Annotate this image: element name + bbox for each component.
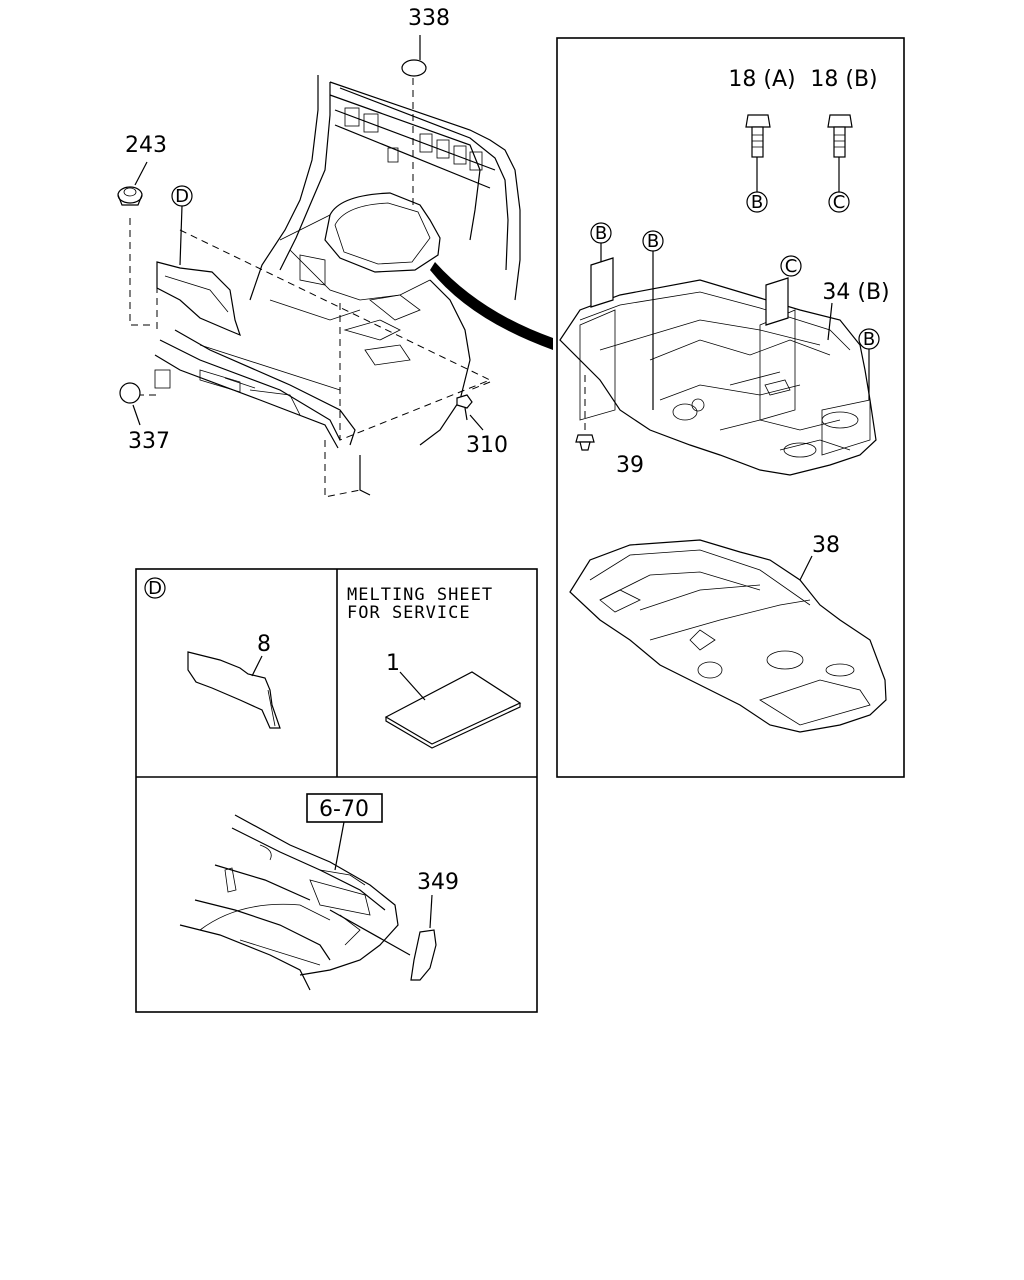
part-349 xyxy=(410,929,437,981)
marker-b-under-18a: B xyxy=(746,191,768,213)
callout-243: 243 xyxy=(125,133,167,158)
callout-8: 8 xyxy=(257,632,271,657)
vehicle-floor-assembly xyxy=(117,35,553,498)
bolt-18a xyxy=(745,114,771,192)
bolt-310 xyxy=(456,394,473,421)
svg-text:B: B xyxy=(595,223,607,244)
svg-text:B: B xyxy=(863,329,875,350)
marker-c-under-18b: C xyxy=(828,191,850,213)
callout-39: 39 xyxy=(616,453,644,478)
note-line-2: FOR SERVICE xyxy=(347,603,471,623)
marker-b-sheet-left: B xyxy=(590,222,612,262)
callout-1: 1 xyxy=(386,651,400,676)
marker-d-label: D xyxy=(175,186,189,207)
marker-b-right: B xyxy=(858,328,880,400)
plug-337 xyxy=(119,382,141,404)
bolt-18b xyxy=(827,114,853,192)
heat-shield-8 xyxy=(187,651,281,729)
floor-insulator-34b xyxy=(559,257,877,476)
note-line-1: MELTING SHEET xyxy=(347,585,493,605)
callout-349: 349 xyxy=(417,870,459,895)
ref-box-6-70 xyxy=(306,793,383,823)
callout-6-70: 6-70 xyxy=(319,797,369,822)
svg-text:B: B xyxy=(647,231,659,252)
svg-text:C: C xyxy=(785,256,798,277)
rear-panel-slots xyxy=(344,107,483,171)
svg-text:B: B xyxy=(751,192,763,213)
marker-d-box: D xyxy=(144,577,166,599)
callout-34b: 34 (B) xyxy=(822,280,889,305)
clip-39 xyxy=(575,375,595,451)
callout-18b: 18 (B) xyxy=(810,67,877,92)
callout-310: 310 xyxy=(466,433,508,458)
plug-338 xyxy=(401,59,427,77)
grommet-243 xyxy=(117,186,143,206)
marker-d-callout: D xyxy=(171,185,193,266)
floor-section-view xyxy=(179,814,399,991)
svg-text:D: D xyxy=(148,578,162,599)
detail-panel-frame xyxy=(556,37,905,778)
heat-shield-panel xyxy=(156,261,241,337)
callout-338: 338 xyxy=(408,6,450,31)
spare-wheel-well xyxy=(324,192,441,273)
marker-c-sheet: C xyxy=(780,255,802,277)
floor-insulator-38 xyxy=(569,539,887,733)
detail-leader xyxy=(430,262,553,350)
callout-38: 38 xyxy=(812,533,840,558)
callout-337: 337 xyxy=(128,429,170,454)
callout-18a: 18 (A) xyxy=(728,67,795,92)
marker-b-sheet-mid: B xyxy=(642,230,664,410)
svg-text:C: C xyxy=(833,192,846,213)
melting-sheet-1 xyxy=(384,671,522,749)
